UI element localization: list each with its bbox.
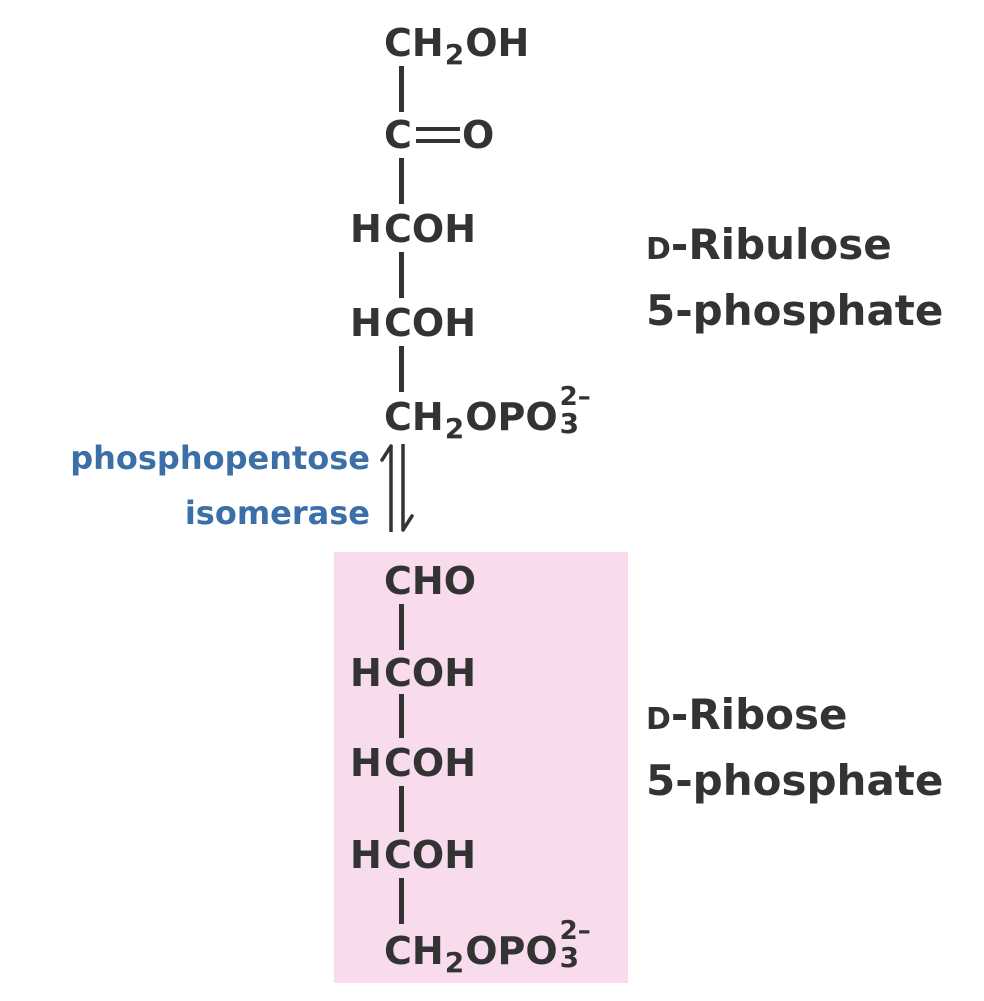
ribulose-double-bond-top — [416, 127, 460, 131]
ribose-c4-h: H — [350, 833, 382, 877]
ribose-c2-h: H — [350, 651, 382, 695]
ribose-c4-coh: COH — [384, 833, 476, 877]
ribulose-c2-carbon: C — [384, 113, 412, 157]
ribose-highlight-box — [334, 552, 628, 983]
ribulose-c2-oxygen: O — [462, 113, 495, 157]
ribulose-charge: 2– — [559, 382, 591, 412]
ribulose-bond-c1-c2 — [399, 66, 404, 112]
enzyme-name-line1: phosphopentose — [70, 439, 370, 477]
ribulose-c3-coh: COH — [384, 207, 476, 251]
ribose-bond-c2-c3 — [399, 694, 404, 738]
ribose-bond-c3-c4 — [399, 786, 404, 832]
ribulose-double-bond-bottom — [416, 139, 460, 143]
ribose-c2-coh: COH — [384, 651, 476, 695]
ribose-bond-c4-c5 — [399, 878, 404, 924]
ribulose-bond-c4-c5 — [399, 346, 404, 392]
ribose-bond-c1-c2 — [399, 604, 404, 650]
ribulose-name-line1: D-Ribulose — [646, 220, 892, 269]
ribose-charge: 2– — [559, 916, 591, 946]
ribose-c3-coh: COH — [384, 741, 476, 785]
ribose-c1: CHO — [384, 559, 476, 603]
ribulose-c1: CH2OH — [384, 21, 530, 71]
ribulose-name-line2: 5-phosphate — [646, 286, 944, 335]
ribulose-bond-c3-c4 — [399, 252, 404, 298]
equilibrium-arrows-icon — [380, 444, 414, 532]
ribulose-c3-h: H — [350, 207, 382, 251]
ribose-c3-h: H — [350, 741, 382, 785]
ribose-name-line1: D-Ribose — [646, 690, 848, 739]
ribulose-c4-h: H — [350, 301, 382, 345]
ribose-name-line2: 5-phosphate — [646, 756, 944, 805]
ribulose-bond-c2-c3 — [399, 158, 404, 204]
ribulose-c4-coh: COH — [384, 301, 476, 345]
enzyme-name-line2: isomerase — [184, 494, 370, 532]
